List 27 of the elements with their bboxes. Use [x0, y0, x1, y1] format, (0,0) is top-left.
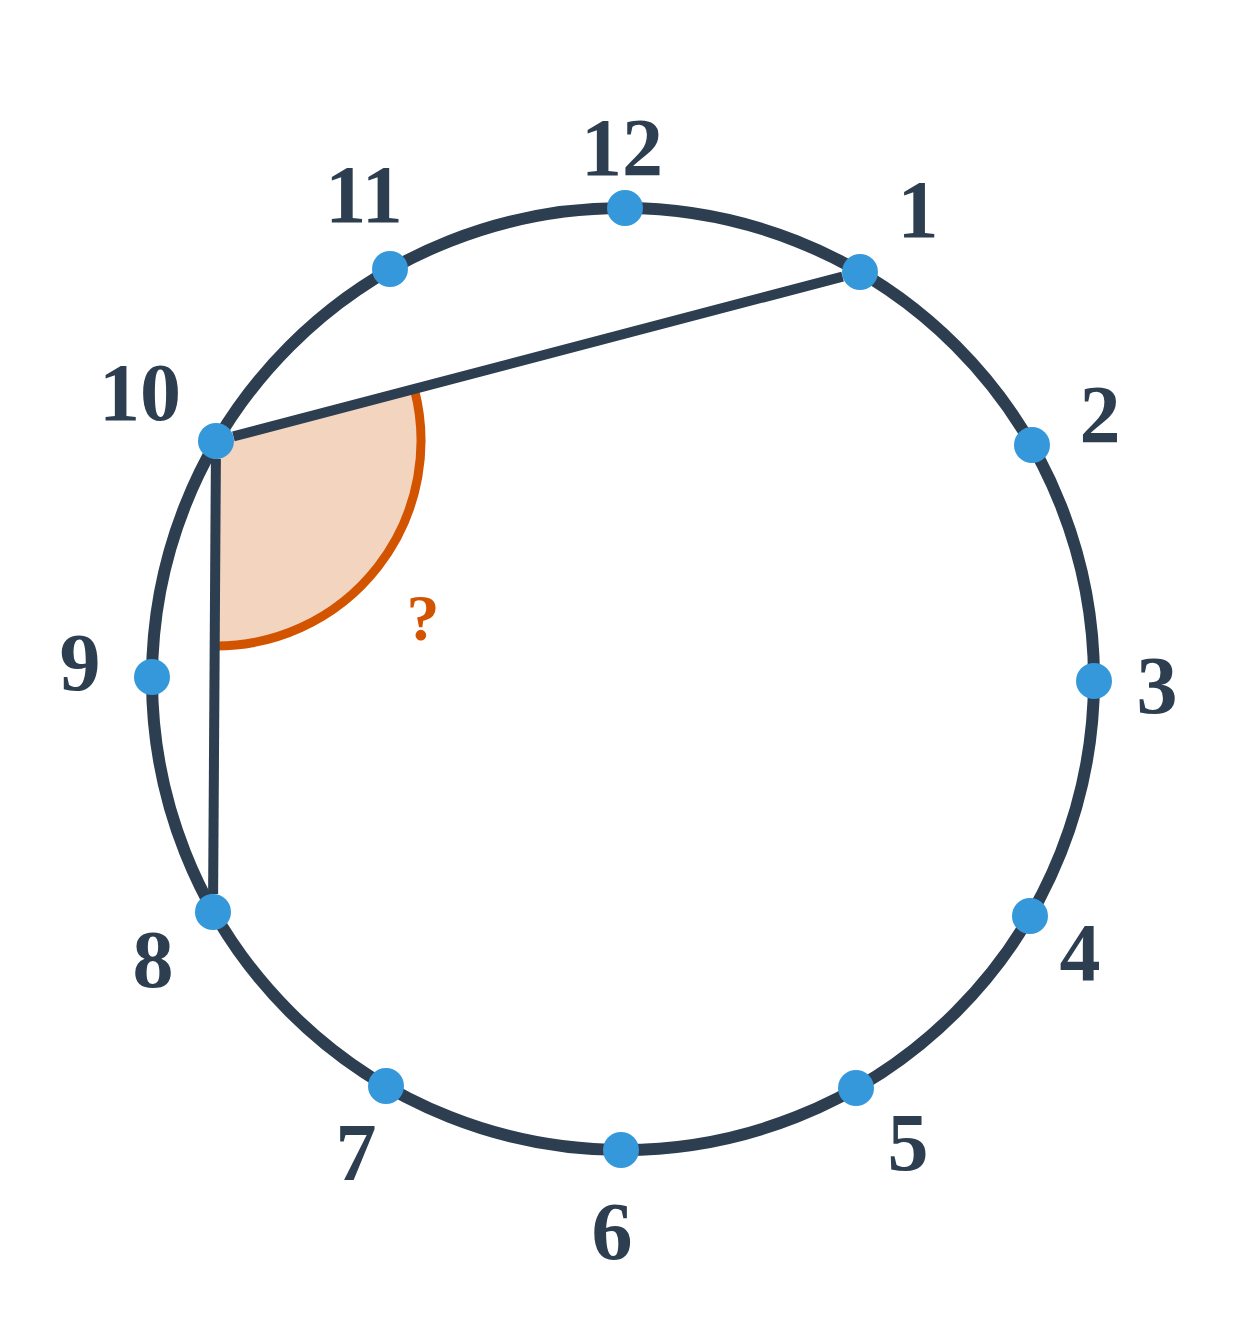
clock-point [607, 190, 643, 226]
angle-label: ? [406, 585, 440, 651]
clock-point [134, 659, 170, 695]
clock-point [1076, 663, 1112, 699]
clock-point [372, 251, 408, 287]
hour-number: 8 [132, 919, 174, 1001]
clock-point [198, 423, 234, 459]
clock-point [195, 894, 231, 930]
chord-line [208, 458, 221, 895]
hour-number: 4 [1059, 912, 1101, 994]
hour-number: 5 [887, 1102, 929, 1184]
hour-number: 7 [335, 1112, 377, 1194]
hour-number: 1 [897, 169, 939, 251]
hour-number: 11 [325, 154, 403, 236]
clock-point [1012, 898, 1048, 934]
clock-point [842, 254, 878, 290]
hour-number: 6 [591, 1191, 633, 1273]
clock-point [838, 1070, 874, 1106]
hour-number: 3 [1136, 645, 1178, 727]
hour-number: 9 [59, 622, 101, 704]
hour-number: 2 [1079, 374, 1121, 456]
hour-number: 10 [99, 352, 181, 434]
chord-line [232, 271, 844, 442]
clock-point [1014, 427, 1050, 463]
clock-point [603, 1132, 639, 1168]
clock-point [368, 1068, 404, 1104]
hour-number: 12 [581, 107, 663, 189]
